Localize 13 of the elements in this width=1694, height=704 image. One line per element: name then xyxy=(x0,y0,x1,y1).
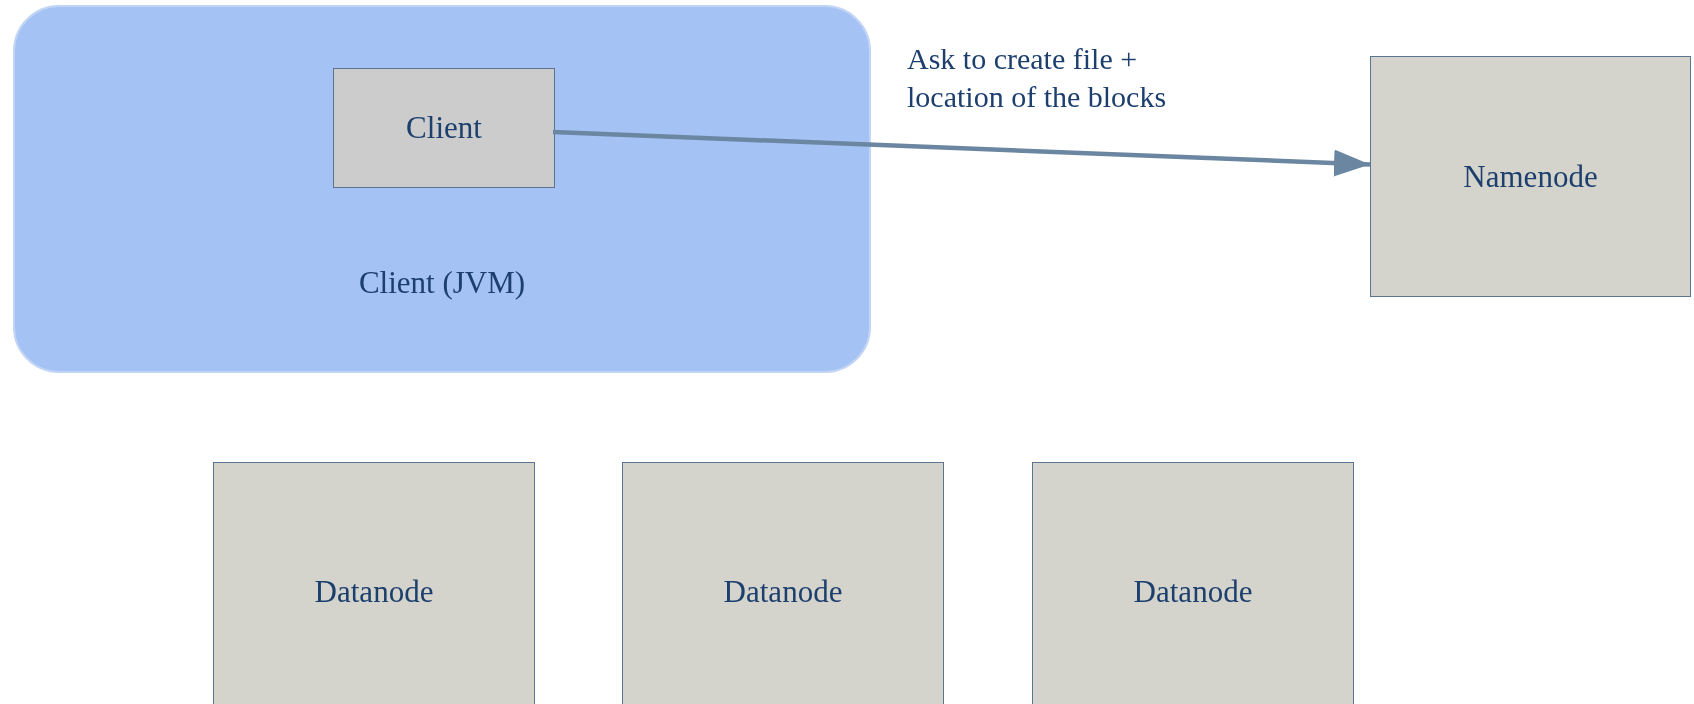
node-label: Client (JVM) xyxy=(358,263,526,301)
process-box xyxy=(1032,462,1354,704)
node-label: Namenode xyxy=(1463,157,1598,196)
node-label: Client xyxy=(406,109,482,147)
process-box xyxy=(213,462,535,704)
node-label: Datanode xyxy=(314,573,434,611)
process-box xyxy=(1370,56,1691,297)
node-label: Datanode xyxy=(723,573,843,611)
client-box xyxy=(333,68,555,188)
process-box xyxy=(622,462,944,704)
node-label: Datanode xyxy=(1133,573,1253,611)
jvm-container xyxy=(13,5,871,373)
arrow xyxy=(552,129,1371,177)
